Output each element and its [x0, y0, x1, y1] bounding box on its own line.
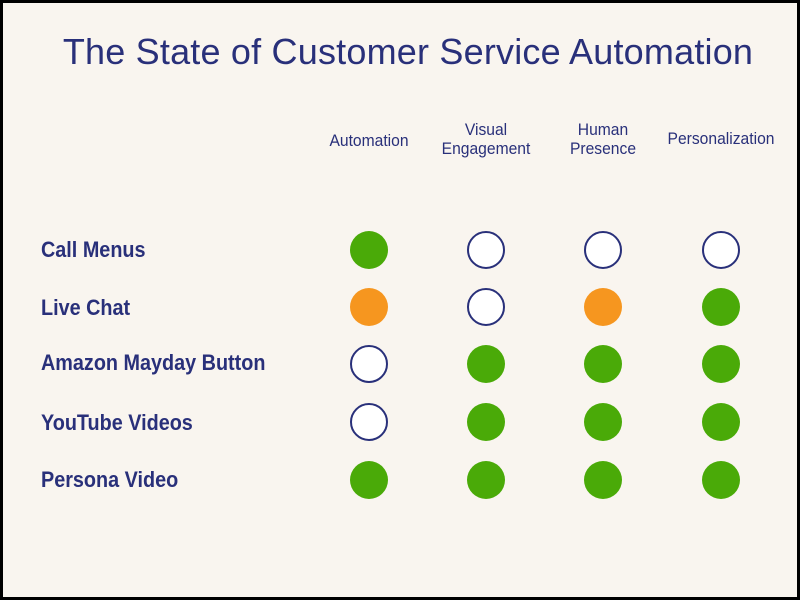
row-label-amazon-mayday-button: Amazon Mayday Button	[41, 350, 266, 375]
column-header-personalization: Personalization	[657, 129, 786, 148]
rating-dot-empty	[350, 345, 388, 383]
rating-dot-green	[467, 403, 505, 441]
column-header-line: Visual	[464, 120, 508, 139]
rating-dot-green	[584, 403, 622, 441]
row-label-live-chat: Live Chat	[41, 295, 131, 320]
rating-dot-green	[702, 345, 740, 383]
column-header-line: Human	[577, 120, 629, 139]
column-header-automation: Automation	[305, 131, 434, 150]
rating-dot-green	[467, 345, 505, 383]
row-label-call-menus: Call Menus	[41, 237, 146, 262]
rating-dot-green	[350, 231, 388, 269]
column-header-line: Presence	[569, 139, 637, 158]
rating-dot-empty	[350, 403, 388, 441]
row-label-youtube-videos: YouTube Videos	[41, 410, 193, 435]
rating-dot-empty	[467, 231, 505, 269]
rating-dot-green	[584, 345, 622, 383]
rating-dot-green	[702, 403, 740, 441]
rating-dot-green	[702, 461, 740, 499]
rating-dot-green	[702, 288, 740, 326]
rating-dot-orange	[350, 288, 388, 326]
rating-dot-empty	[702, 231, 740, 269]
column-header-visual-engagement: Visual Engagement	[422, 120, 551, 158]
rating-dot-empty	[584, 231, 622, 269]
row-label-persona-video: Persona Video	[41, 467, 179, 492]
column-header-line: Automation	[329, 131, 409, 150]
rating-dot-green	[584, 461, 622, 499]
rating-dot-green	[350, 461, 388, 499]
rating-dot-green	[467, 461, 505, 499]
diagram-title: The State of Customer Service Automation	[62, 31, 754, 72]
column-header-line: Personalization	[667, 129, 775, 148]
column-header-human-presence: Human Presence	[539, 120, 668, 158]
column-header-line: Engagement	[441, 139, 531, 158]
rating-dot-orange	[584, 288, 622, 326]
rating-dot-empty	[467, 288, 505, 326]
